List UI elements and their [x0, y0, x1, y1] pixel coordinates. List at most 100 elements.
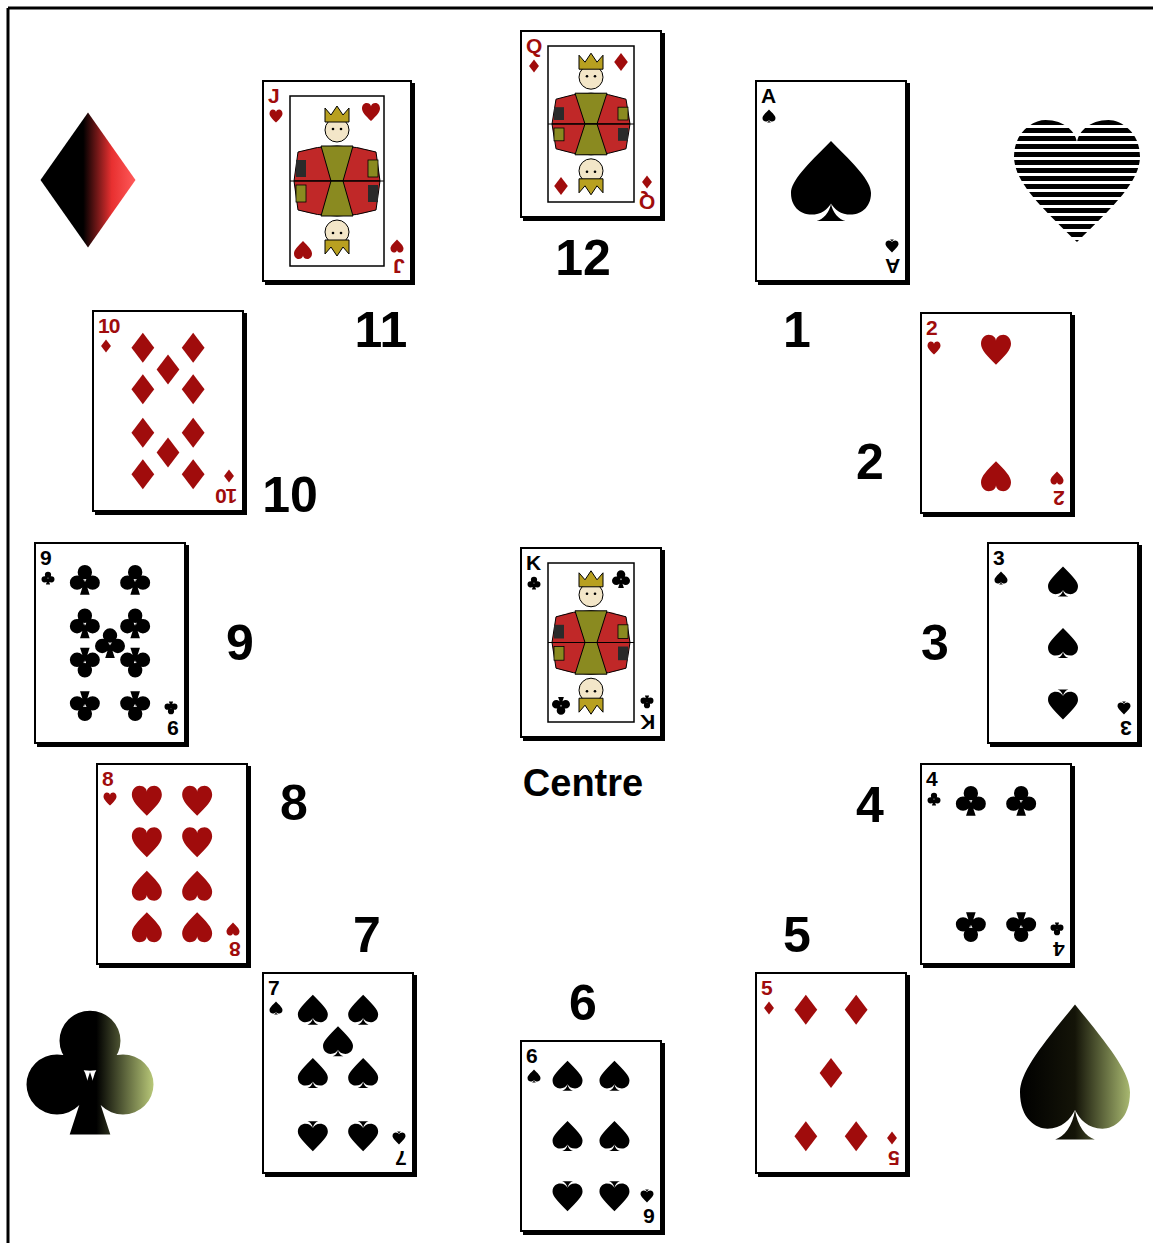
playing-card: 1010: [92, 310, 244, 512]
suit-pip: [120, 565, 150, 595]
frame-line: [7, 8, 10, 1243]
position-number: 10: [262, 470, 318, 520]
suit-pip: [132, 871, 162, 901]
suit-pip: [70, 691, 100, 721]
suit-pip: [553, 1121, 583, 1151]
suit-pip: [182, 459, 205, 489]
index-pip: [104, 793, 117, 806]
court-frame: [290, 96, 384, 266]
court-pip: [554, 177, 568, 195]
card-rank: A: [886, 256, 900, 277]
index-pip: [1118, 702, 1131, 715]
diamond-symbol: [40, 113, 135, 248]
position-number: 5: [783, 910, 811, 960]
suit-pip: [132, 827, 162, 857]
court-figure: [552, 53, 630, 124]
card-face: [36, 544, 184, 742]
card-rank: 4: [1054, 939, 1065, 960]
suit-pip: [182, 827, 212, 857]
suit-pip: [182, 871, 212, 901]
suit-pip: [956, 912, 986, 942]
card-rank: 5: [889, 1148, 900, 1169]
card-rank: 7: [268, 977, 279, 998]
card-face: [264, 82, 410, 280]
playing-card: 22: [920, 312, 1072, 514]
suit-pip: [1006, 912, 1036, 942]
suit-pip: [599, 1181, 629, 1211]
index-pip: [391, 240, 404, 253]
court-figure: [552, 570, 630, 642]
ace-pip: [791, 141, 871, 221]
index-pip: [1051, 472, 1064, 485]
index-pip: [928, 342, 941, 355]
playing-card: QQ: [520, 30, 662, 218]
spade-symbol: [1020, 1005, 1130, 1140]
card-face: [757, 82, 905, 280]
card-rank: 10: [216, 486, 237, 507]
card-face: [757, 974, 905, 1172]
suit-pip: [182, 418, 205, 448]
court-pip: [612, 570, 630, 588]
index-pip: [529, 60, 539, 73]
index-pip: [270, 1002, 283, 1015]
card-face: [989, 544, 1137, 742]
suit-pip: [298, 1121, 328, 1151]
court-pip: [362, 103, 380, 121]
card-rank: 4: [926, 768, 937, 789]
court-frame: [548, 46, 634, 202]
suit-pip: [956, 786, 986, 816]
card-rank: 2: [926, 317, 937, 338]
suit-pip: [599, 1061, 629, 1091]
playing-card: 66: [520, 1040, 662, 1232]
index-pip: [642, 176, 652, 189]
position-number: 8: [280, 778, 308, 828]
suit-pip: [981, 461, 1011, 491]
position-number: 7: [353, 910, 381, 960]
suit-pip: [599, 1121, 629, 1151]
position-number: 2: [856, 437, 884, 487]
suit-pip: [182, 374, 205, 404]
court-figure: [552, 124, 630, 195]
card-rank: Q: [526, 35, 541, 56]
suit-pip: [131, 333, 154, 363]
suit-pip: [70, 609, 100, 639]
suit-pip: [182, 786, 212, 816]
playing-card: 33: [987, 542, 1139, 744]
suit-pip: [298, 995, 328, 1025]
card-rank: 7: [396, 1148, 407, 1169]
court-figure: [552, 643, 630, 715]
card-rank: Q: [640, 192, 655, 213]
index-pip: [641, 1190, 654, 1203]
card-rank: 6: [526, 1045, 537, 1066]
card-rank: 5: [761, 977, 772, 998]
card-rank: 6: [644, 1206, 655, 1227]
index-pip: [165, 702, 178, 715]
suit-pip: [845, 995, 868, 1025]
card-rank: 3: [993, 547, 1004, 568]
card-rank: K: [526, 552, 540, 573]
court-pip: [614, 53, 628, 71]
card-rank: 9: [168, 718, 179, 739]
playing-card: JJ: [262, 80, 412, 282]
court-figure: [294, 103, 380, 181]
suit-pip: [323, 1026, 353, 1056]
index-pip: [528, 1070, 541, 1083]
suit-pip: [794, 1121, 817, 1151]
heart-symbol: [1012, 120, 1142, 245]
position-number: 9: [226, 618, 254, 668]
playing-card: 44: [920, 763, 1072, 965]
index-pip: [1051, 923, 1064, 936]
index-pip: [393, 1132, 406, 1145]
card-rank: 2: [1054, 488, 1065, 509]
suit-pip: [182, 912, 212, 942]
suit-pip: [132, 786, 162, 816]
index-pip: [995, 572, 1008, 585]
card-rank: 3: [1121, 718, 1132, 739]
suit-pip: [1048, 567, 1078, 597]
court-pip: [552, 697, 570, 715]
playing-card: 88: [96, 763, 248, 965]
court-frame: [548, 563, 634, 722]
suit-pip: [1048, 689, 1078, 719]
card-face: [98, 765, 246, 963]
card-rank: 8: [230, 939, 241, 960]
